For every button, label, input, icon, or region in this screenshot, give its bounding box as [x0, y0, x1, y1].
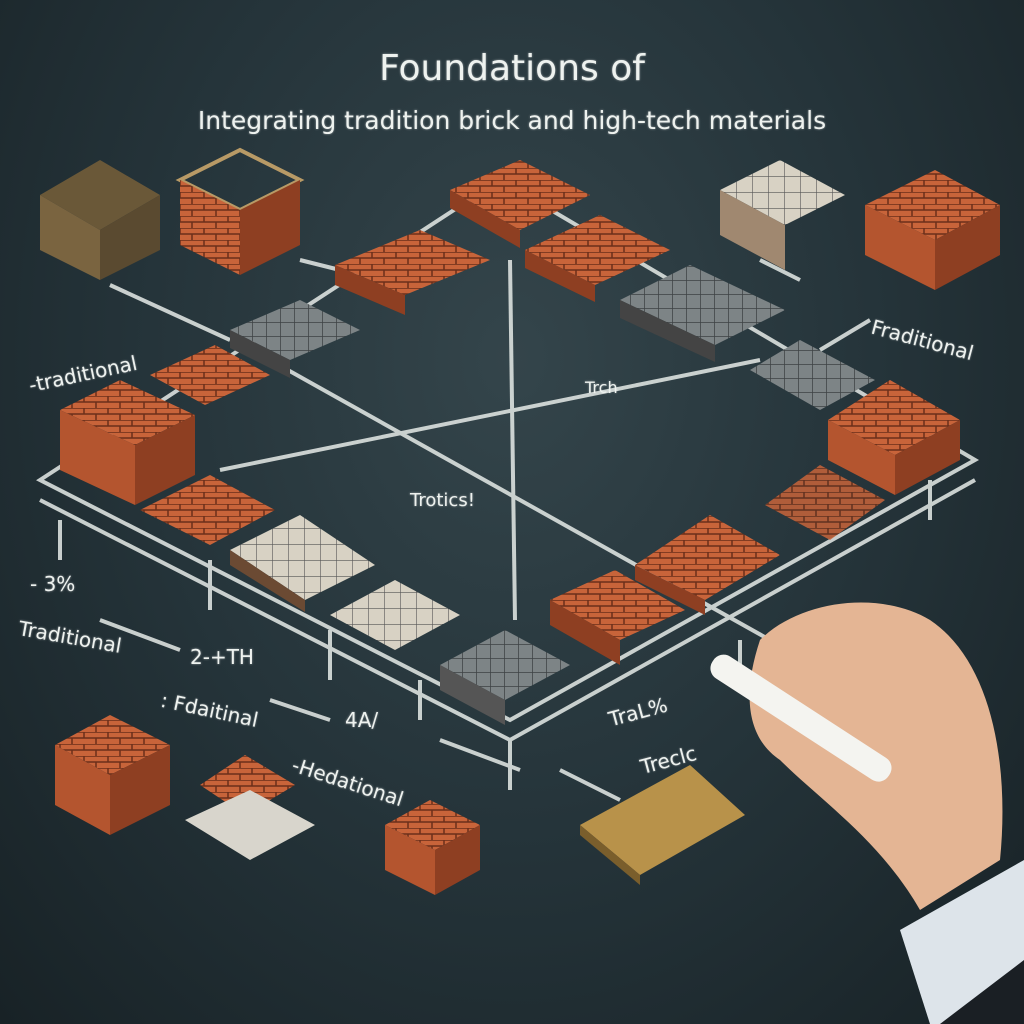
- label-center-upper: Trch: [585, 378, 618, 397]
- label-center-lower: Trotics!: [410, 490, 475, 511]
- label-mid-code: 2-+TH: [190, 645, 254, 669]
- corner-models: [40, 147, 1000, 895]
- chalk-grid-lines: [36, 177, 980, 802]
- brick-blocks: [60, 160, 960, 725]
- hand-with-chalk: [710, 602, 1024, 1024]
- label-mid-number: 4A/: [345, 708, 379, 732]
- page-subtitle: Integrating tradition brick and high-tec…: [197, 106, 827, 135]
- page-title: Foundations of: [379, 48, 645, 89]
- label-left-percent: - 3%: [30, 572, 76, 596]
